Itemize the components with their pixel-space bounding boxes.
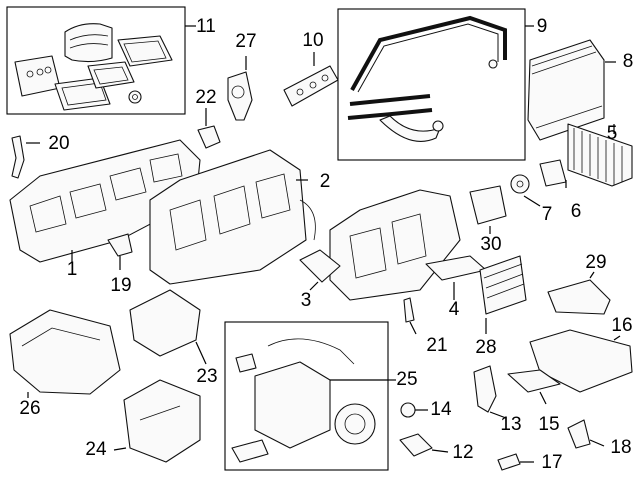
callout-21: 21 bbox=[426, 335, 448, 356]
callout-10: 10 bbox=[302, 30, 324, 51]
part-14-seal bbox=[400, 402, 416, 418]
callout-14: 14 bbox=[430, 399, 452, 420]
part-8-heater-core bbox=[527, 39, 605, 141]
part-25-blower bbox=[231, 338, 376, 463]
part-28-core bbox=[479, 255, 527, 315]
callout-13: 13 bbox=[500, 414, 522, 435]
callout-8: 8 bbox=[622, 51, 634, 72]
callout-23: 23 bbox=[196, 366, 218, 387]
part-22-connector bbox=[197, 125, 221, 149]
callout-29: 29 bbox=[585, 252, 607, 273]
callout-22: 22 bbox=[195, 87, 217, 108]
callout-12: 12 bbox=[452, 442, 474, 463]
callout-2: 2 bbox=[319, 171, 331, 192]
part-25-frame bbox=[224, 321, 389, 471]
callout-18: 18 bbox=[610, 437, 632, 458]
part-18-hose bbox=[567, 419, 591, 449]
callout-3: 3 bbox=[300, 290, 312, 311]
part-5-evaporator bbox=[567, 123, 633, 187]
part-30-module bbox=[469, 185, 507, 225]
part-27-sensor bbox=[227, 71, 253, 121]
callout-15: 15 bbox=[538, 414, 560, 435]
part-2-lower-housing bbox=[149, 149, 316, 285]
callout-20: 20 bbox=[48, 133, 70, 154]
part-12-bracket bbox=[399, 433, 433, 457]
part-24-blower-case bbox=[123, 379, 201, 463]
part-17-clip bbox=[497, 453, 521, 471]
callout-28: 28 bbox=[475, 337, 497, 358]
part-10-bracket bbox=[283, 65, 339, 107]
callout-27: 27 bbox=[235, 31, 257, 52]
callout-17: 17 bbox=[541, 452, 563, 473]
part-23-duct bbox=[129, 289, 201, 357]
part-6-valve bbox=[539, 159, 567, 187]
callout-26: 26 bbox=[19, 398, 41, 419]
callout-6: 6 bbox=[570, 201, 582, 222]
callout-19: 19 bbox=[110, 275, 132, 296]
callout-11: 11 bbox=[196, 16, 216, 37]
part-11-kit bbox=[14, 23, 173, 111]
part-15-bracket bbox=[507, 369, 561, 393]
part-29-duct bbox=[547, 279, 611, 315]
part-26-duct bbox=[9, 309, 121, 395]
callout-25: 25 bbox=[396, 369, 418, 390]
callout-16: 16 bbox=[611, 315, 633, 336]
part-3-main-housing bbox=[299, 189, 461, 301]
part-9-frame bbox=[337, 8, 526, 161]
part-9-pipes bbox=[347, 15, 507, 142]
callout-1: 1 bbox=[66, 259, 78, 280]
callout-24: 24 bbox=[85, 439, 107, 460]
callout-7: 7 bbox=[541, 204, 553, 225]
part-20-sensor bbox=[11, 135, 25, 179]
callout-4: 4 bbox=[448, 299, 460, 320]
leader-lines bbox=[26, 25, 621, 463]
part-21-pin bbox=[403, 297, 415, 323]
part-11-frame bbox=[6, 6, 186, 115]
callout-30: 30 bbox=[480, 234, 502, 255]
callout-9: 9 bbox=[536, 16, 548, 37]
callout-5: 5 bbox=[606, 123, 618, 144]
part-13-duct bbox=[473, 365, 497, 413]
part-19-bracket bbox=[107, 233, 133, 257]
part-7-seal bbox=[510, 174, 530, 194]
